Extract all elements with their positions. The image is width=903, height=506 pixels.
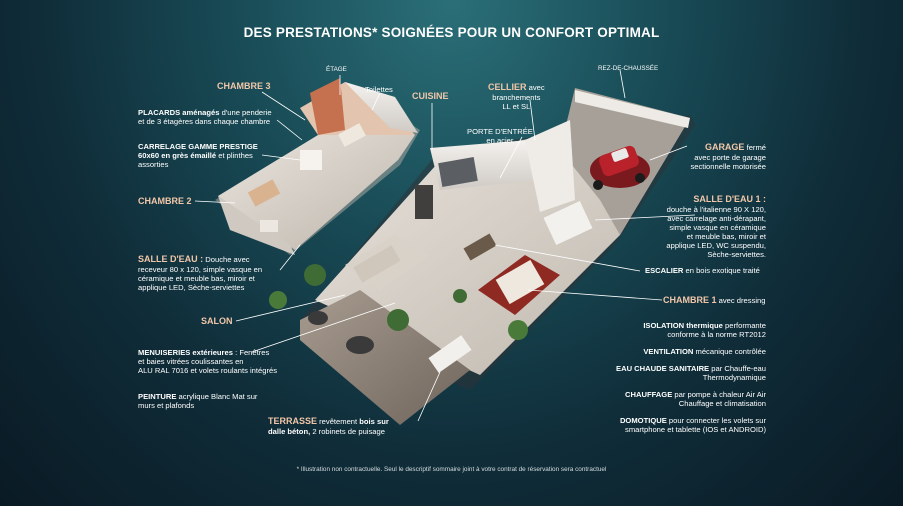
- room-label-chambre-3: CHAMBRE 3: [217, 81, 271, 91]
- label-escalier-l1: en bois exotique traité: [685, 266, 760, 275]
- label-salle-eau-1-l6: Sèche-serviettes.: [707, 250, 766, 260]
- label-placards: PLACARDS aménagés d'une penderie et de 3…: [138, 108, 272, 126]
- spec-ecs-l2: Thermodynamique: [702, 373, 766, 383]
- label-placards-l2: et de 3 étagères dans chaque chambre: [138, 117, 271, 127]
- label-salle-eau-head: SALLE D'EAU :: [138, 254, 204, 264]
- room-label-chambre-1-rest: avec dressing: [718, 296, 766, 305]
- spec-chauffage-l2: Chauffage et climatisation: [678, 399, 766, 409]
- label-porte-head: PORTE D'ENTRÉE: [467, 127, 533, 136]
- label-menuiseries-l1: : Fenêtres: [235, 348, 270, 357]
- label-placards-l1: d'une penderie: [221, 108, 272, 117]
- label-salle-eau: SALLE D'EAU : Douche avec receveur 80 x …: [138, 254, 262, 292]
- label-terrasse-head: TERRASSE: [268, 416, 318, 426]
- label-menuiseries: MENUISERIES extérieures : Fenêtres et ba…: [138, 348, 277, 375]
- label-garage-l1: fermé: [746, 143, 766, 152]
- label-placards-head: PLACARDS aménagés: [138, 108, 220, 117]
- label-peinture-l1: acrylique Blanc Mat sur: [178, 392, 258, 401]
- room-label-chambre-1-head: CHAMBRE 1: [663, 295, 717, 305]
- label-porte-l1: en acier: [486, 136, 514, 146]
- label-garage-l2: avec porte de garage: [694, 152, 766, 162]
- spec-isolation-head: ISOLATION thermique: [643, 321, 723, 330]
- label-carrelage-l3: assorties: [138, 160, 169, 170]
- spec-ventilation: VENTILATION mécanique contrôlée: [643, 347, 766, 356]
- room-label-chambre-1: CHAMBRE 1 avec dressing: [663, 295, 766, 306]
- spec-domotique: DOMOTIQUE pour connecter les volets sur …: [620, 416, 766, 434]
- label-cellier-head: CELLIER: [488, 82, 527, 92]
- spec-ecs-l1: par Chauffe-eau: [711, 364, 766, 373]
- page-title: DES PRESTATIONS* SOIGNÉES POUR UN CONFOR…: [243, 25, 660, 40]
- spec-isolation-l2: conforme à la norme RT2012: [667, 330, 766, 340]
- label-salle-eau-l4: applique LED, Sèche-serviettes: [138, 283, 245, 293]
- label-garage-l3: sectionnelle motorisée: [690, 161, 766, 171]
- label-cellier-l2: branchements: [492, 92, 541, 102]
- label-terrasse-l2: 2 robinets de puisage: [312, 426, 385, 436]
- label-garage-head: GARAGE: [704, 142, 745, 152]
- spec-ventilation-head: VENTILATION: [643, 347, 694, 356]
- label-terrasse-l2b: dalle béton,: [268, 426, 311, 436]
- label-salle-eau-1-l3: simple vasque en céramique: [669, 223, 766, 233]
- label-salle-eau-1-l5: applique LED, WC suspendu,: [666, 241, 766, 251]
- room-label-cuisine: CUISINE: [412, 91, 449, 101]
- spec-domotique-l2: smartphone et tablette (IOS et ANDROID): [625, 425, 766, 435]
- label-salle-eau-l2: receveur 80 x 120, simple vasque en: [138, 264, 263, 274]
- label-salle-eau-1-l4: et meuble bas, miroir et: [686, 232, 766, 242]
- label-cellier-l1: avec: [528, 83, 545, 92]
- spec-domotique-head: DOMOTIQUE: [619, 416, 667, 425]
- leader-lines: [194, 69, 696, 422]
- label-carrelage-l1: CARRELAGE GAMME PRESTIGE: [138, 142, 258, 151]
- label-carrelage-l2b: 60x60 en grès émaillé: [138, 151, 217, 161]
- spec-isolation: ISOLATION thermique performante conforme…: [643, 321, 766, 339]
- spec-chauffage-head: CHAUFFAGE: [625, 390, 673, 399]
- label-peinture: PEINTURE acrylique Blanc Mat sur murs et…: [138, 392, 257, 410]
- label-terrasse-l1b: bois sur: [359, 417, 389, 426]
- label-salle-eau-1-l1: douche à l'italienne 90 X 120,: [666, 204, 766, 214]
- spec-isolation-l1: performante: [725, 321, 766, 330]
- label-menuiseries-l2: et baies vitrées coulissantes en: [138, 357, 244, 367]
- ground-floor-model: [269, 88, 695, 425]
- label-escalier-head: ESCALIER: [645, 266, 684, 275]
- label-salle-eau-1-l2: avec carrelage anti-dérapant,: [667, 213, 766, 223]
- label-salle-eau-l1: Douche avec: [205, 255, 250, 264]
- label-terrasse: TERRASSE revêtement bois sur dalle béton…: [268, 416, 389, 436]
- spec-eau-chaude: EAU CHAUDE SANITAIRE par Chauffe-eau The…: [616, 364, 766, 382]
- spec-ventilation-l1: mécanique contrôlée: [695, 347, 767, 356]
- label-peinture-head: PEINTURE: [138, 392, 177, 401]
- label-cellier: CELLIER avec branchements LL et SL: [488, 82, 545, 111]
- label-peinture-l2: murs et plafonds: [138, 401, 195, 411]
- label-escalier: ESCALIER en bois exotique traité: [645, 266, 760, 275]
- label-menuiseries-l3: ALU RAL 7016 et volets roulants intégrés: [138, 366, 278, 376]
- garage-car-icon: [590, 145, 650, 190]
- label-menuiseries-head: MENUISERIES extérieures: [138, 348, 233, 357]
- spec-ecs-head: EAU CHAUDE SANITAIRE: [616, 364, 710, 373]
- footnote: * Illustration non contractuelle. Seul l…: [296, 466, 607, 473]
- label-salle-eau-l3: céramique et meuble bas, miroir et: [138, 273, 255, 283]
- terrace-furniture: [308, 311, 472, 373]
- floor-label-ground: REZ-DE-CHAUSSÉE: [598, 65, 659, 72]
- label-carrelage: CARRELAGE GAMME PRESTIGE 60x60 en grès é…: [138, 142, 258, 169]
- room-label-toilettes: Toilettes: [365, 85, 393, 94]
- label-porte-entree: PORTE D'ENTRÉE en acier: [467, 127, 533, 145]
- upper-floor-model: [215, 78, 420, 255]
- spec-chauffage-l1: par pompe à chaleur Air Air: [674, 390, 766, 399]
- spec-chauffage: CHAUFFAGE par pompe à chaleur Air Air Ch…: [625, 390, 766, 408]
- label-cellier-l3: LL et SL: [502, 101, 531, 111]
- room-label-salon: SALON: [201, 316, 233, 326]
- label-salle-eau-1-head: SALLE D'EAU 1 :: [693, 194, 766, 204]
- label-terrasse-l1: revêtement: [319, 417, 358, 426]
- spec-domotique-l1: pour connecter les volets sur: [668, 416, 766, 425]
- label-garage: GARAGE fermé avec porte de garage sectio…: [690, 142, 766, 171]
- room-label-chambre-2: CHAMBRE 2: [138, 196, 192, 206]
- label-salle-eau-1: SALLE D'EAU 1 : douche à l'italienne 90 …: [666, 194, 766, 259]
- floor-label-upper: ÉTAGE: [326, 66, 347, 73]
- label-carrelage-l2: et plinthes: [218, 151, 253, 161]
